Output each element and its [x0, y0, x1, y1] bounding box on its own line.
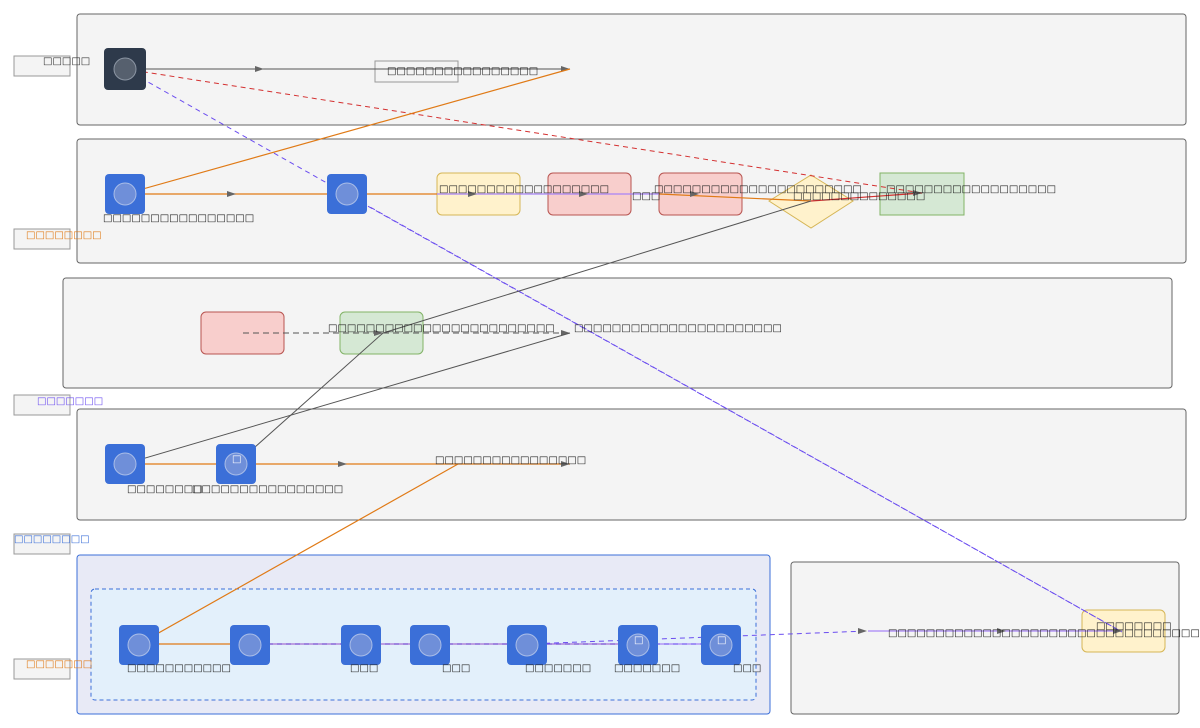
arrowhead [255, 66, 264, 72]
group-icon-6-glyph: □ [634, 635, 643, 646]
green-box-label: □□□□□□□□□□□□□□□□□□ [886, 184, 1056, 195]
lane4-icon-2-glyph: □ [232, 454, 241, 465]
arrowhead [338, 461, 347, 467]
group-service-icon-7[interactable]: □ [701, 625, 741, 665]
right-edge-label: □□□□□□□□□□□□□□□□□□□□□□□□□□□□□□□□□ [888, 628, 1200, 639]
lane-2-label: □□□□□□□□ [26, 230, 102, 241]
edge-gray-up-lane4 [124, 332, 571, 465]
yellow-box-label: □□□□□□□□□□□□□□□□□□ [439, 184, 609, 195]
lane-3 [62, 277, 1173, 389]
group-service-icon-2[interactable] [230, 625, 270, 665]
lane-3-label: □□□□□□□ [37, 396, 103, 407]
arrowhead [579, 191, 588, 197]
arrowhead [997, 628, 1006, 634]
lane-1 [76, 13, 1187, 126]
arrowhead [858, 628, 867, 634]
edge-orange-to-diamond [658, 193, 812, 202]
arrowhead [468, 191, 477, 197]
lane4-icon-2-label: □□□□□□□□□□□□□□□□ [192, 484, 343, 495]
edge-orange-up [124, 68, 571, 195]
lane-5-label: □□□□□□□ [26, 659, 92, 670]
lane4-icon-1-label: □□□□□□□□ [127, 484, 203, 495]
lane-1-tag [13, 55, 71, 77]
lane2-icon-1-label: □□□□□□□□□□□□□□□□ [103, 213, 254, 224]
lane-1-label: □□□□□ [43, 56, 90, 67]
arrowhead [227, 191, 236, 197]
edge-purple-dashed-external [526, 630, 869, 645]
lane-4-label: □□□□□□□□ [14, 534, 90, 545]
right-box-label: □□□□□□□□ [1096, 621, 1172, 632]
group-service-icon-4[interactable] [410, 625, 450, 665]
lane4-service-icon-1[interactable] [105, 444, 145, 484]
lane3-target-label: □□□□□□□□□□□□□□□□□□□□□□ [574, 323, 782, 334]
edge-gray-to-diamond [382, 200, 812, 334]
group-service-icon-3[interactable] [341, 625, 381, 665]
edge-red-to-green [810, 192, 923, 202]
group-icon-4-label: □□□ [442, 663, 470, 674]
lane2-service-icon-2[interactable] [327, 174, 367, 214]
green-result-box[interactable] [879, 172, 965, 216]
arrowhead [690, 191, 699, 197]
group-service-icon-6[interactable]: □ [618, 625, 658, 665]
lane-4 [76, 408, 1187, 521]
lane4-service-icon-2[interactable]: □ [216, 444, 256, 484]
group-service-icon-5[interactable] [507, 625, 547, 665]
pink-box-2-label: □□□□□□□□□□□□□□□□□□□□□□ [654, 184, 862, 195]
lane4-target-label: □□□□□□□□□□□□□□□□ [435, 455, 586, 466]
edge-purple-dashed-2 [346, 193, 1123, 633]
lane2-service-icon-1[interactable] [105, 174, 145, 214]
top-service-icon[interactable] [104, 48, 146, 90]
arrowhead [913, 190, 922, 196]
group-icon-5-label: □□□□□□□ [525, 663, 591, 674]
edge-gray-to-green [235, 332, 384, 465]
group-icon-3-label: □□□ [350, 663, 378, 674]
group-icon-6-label: □□□□□□□ [614, 663, 680, 674]
diamond-label: □□□□□□□□□□□□□□ [793, 191, 925, 202]
edge-orange-diagonal [138, 463, 459, 645]
purple-edge-label: □□□ [632, 191, 660, 202]
lane-4-tag [13, 533, 71, 555]
top-midline-label: □□□□□□□□□□□□□□□□ [387, 66, 538, 77]
lane-5-tag [13, 658, 71, 680]
group-icon-7-label: □□□ [733, 663, 761, 674]
arrowhead [374, 330, 383, 336]
group-service-icon-1[interactable] [119, 625, 159, 665]
lane-3-tag [13, 394, 71, 416]
edge-purple-dashed-long [124, 68, 1123, 633]
arrowhead [561, 461, 570, 467]
top-label-box [374, 60, 459, 83]
external-lane [790, 561, 1180, 715]
group-icon-7-glyph: □ [717, 635, 726, 646]
lane-2-tag [13, 228, 71, 250]
group-icon-1-label: □□□□□□□□□□□ [127, 663, 231, 674]
pink-box-lane3[interactable] [200, 311, 285, 355]
green-box-2-label: □□□□□□□□□□□□□□□□□□□□□□□□ [328, 323, 555, 334]
arrowhead [1113, 628, 1122, 634]
